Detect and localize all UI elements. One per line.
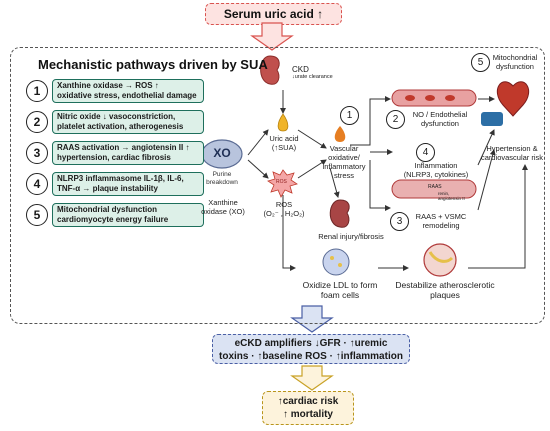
raas-mediators: renin, angiotensin II	[438, 191, 465, 201]
raas-label: RAAS + VSMC remodeling	[408, 212, 474, 230]
inflammation-line: Inflammation	[414, 161, 458, 170]
pathway-box: NLRP3 inflammasome IL-1β, IL-6, TNF-α → …	[52, 172, 204, 196]
blood-vessel-icon	[391, 89, 477, 107]
uric-acid-line: Uric acid	[269, 134, 299, 143]
no-line: NO / Endothelial	[412, 110, 468, 119]
vascular-line: inflammatory	[322, 162, 366, 171]
outcome-line: ↑ mortality	[282, 409, 333, 420]
pathway-row: 4 NLRP3 inflammasome IL-1β, IL-6, TNF-α …	[26, 171, 204, 197]
pathway-line: platelet activation, atherogenesis	[57, 122, 184, 131]
mito-line: Mitochondrial	[492, 53, 538, 62]
pathway-line: hypertension, cardiac fibrosis	[57, 153, 171, 162]
uric-acid-label: Uric acid (↑SUA)	[262, 134, 306, 152]
ros-burst-icon	[267, 169, 298, 198]
pathway-line: oxidative stress, endothelial damage	[57, 91, 197, 100]
raas-number: 3	[390, 212, 409, 231]
vascular-number: 1	[340, 106, 359, 125]
no-line: dysfunction	[421, 119, 459, 128]
pathway-number: 1	[26, 80, 48, 102]
xo-purine-label: Purine breakdown	[206, 171, 238, 186]
raas-mediator: angiotensin II	[438, 196, 465, 201]
pathway-number: 3	[26, 142, 48, 164]
pathway-row: 3 RAAS activation → angiotensin II ↑ hyp…	[26, 140, 204, 166]
xo-badge: XO	[213, 146, 231, 160]
inflammation-label: Inflammation (NLRP3, cytokines)	[396, 161, 476, 179]
pathway-line: Nitric oxide ↓ vasoconstriction,	[57, 112, 176, 121]
plaque-line: Destabilize atherosclerotic	[395, 280, 495, 290]
outcome-box: ↑cardiac risk ↑ mortality	[262, 391, 354, 425]
inflammation-line: (NLRP3, cytokines)	[403, 170, 469, 179]
pathway-box: RAAS activation → angiotensin II ↑ hyper…	[52, 141, 204, 165]
raas-line: remodeling	[422, 221, 460, 230]
xo-name-line: oxidase (XO)	[201, 207, 245, 216]
pathway-number: 5	[26, 204, 48, 226]
mito-line: dysfunction	[496, 62, 534, 71]
fire-icon	[334, 126, 346, 142]
ros-badge: ROS	[276, 179, 287, 185]
hypertension-label: Hypertension & cardiovascular risk	[480, 144, 544, 162]
ldl-line: Oxidize LDL to form	[302, 280, 378, 290]
outcome-line: ↑cardiac risk	[277, 396, 339, 407]
pathway-line: NLRP3 inflammasome IL-1β, IL-6,	[57, 174, 184, 183]
plaque-line: plaques	[430, 290, 460, 300]
inflamed-vessel-icon	[391, 179, 477, 199]
pathway-line: RAAS activation → angiotensin II ↑	[57, 143, 190, 152]
ckd-title: CKD	[292, 65, 309, 74]
ldl-particle-icon	[322, 248, 350, 276]
renal-injury-icon	[329, 199, 350, 228]
renal-injury-label: Renal injury/fibrosis	[318, 232, 384, 241]
pathway-line: Xanthine oxidase → ROS ↑	[57, 81, 159, 90]
vascular-line: stress	[333, 171, 354, 180]
ros-line: ROS	[275, 200, 293, 209]
hypertension-line: Hypertension &	[486, 144, 538, 153]
pathway-row: 5 Mitochondrial dysfunction cardiomyocyt…	[26, 202, 204, 228]
raas-line: RAAS + VSMC	[415, 212, 467, 221]
ckd-amplifiers-box: eCKD amplifiers ↓GFR · ↑uremic toxins · …	[212, 334, 410, 364]
pathway-row: 1 Xanthine oxidase → ROS ↑ oxidative str…	[26, 78, 204, 104]
ldl-label: Oxidize LDL to form foam cells	[296, 280, 384, 300]
ckd-sub: ↓urate clearance	[292, 74, 333, 80]
heart-icon	[481, 81, 529, 126]
ckd-label: CKD ↓urate clearance	[292, 65, 333, 80]
pathway-line: Mitochondrial dysfunction	[57, 205, 157, 214]
mito-number: 5	[471, 53, 490, 72]
raas-mediator: renin,	[438, 191, 450, 196]
no-number: 2	[386, 110, 405, 129]
vascular-line: Vascular	[329, 144, 359, 153]
ckd-amplifiers-line: toxins · ↑baseline ROS · ↑inflammation	[219, 351, 403, 362]
xo-name-line: Xanthine	[208, 198, 238, 207]
vascular-stress-label: Vascular oxidative/ inflammatory stress	[318, 144, 370, 180]
uric-acid-drop-icon	[277, 113, 289, 132]
pathway-box: Xanthine oxidase → ROS ↑ oxidative stres…	[52, 79, 204, 103]
ckd-down-arrow	[290, 305, 334, 333]
banner-text: Serum uric acid ↑	[223, 7, 324, 21]
mechanism-frame	[10, 47, 545, 324]
ldl-line: foam cells	[320, 290, 360, 300]
plaque-icon	[423, 243, 457, 277]
main-title: Mechanistic pathways driven by SUA	[38, 57, 268, 72]
hypertension-line: cardiovascular risk	[480, 153, 544, 162]
ros-line: (O₂⁻ , H₂O₂)	[263, 209, 305, 218]
plaque-label: Destabilize atherosclerotic plaques	[392, 280, 498, 300]
pathway-line: cardiomyocyte energy failure	[57, 215, 169, 224]
kidney-icon	[260, 55, 280, 85]
pathway-box: Nitric oxide ↓ vasoconstriction, platele…	[52, 110, 204, 134]
uric-acid-line: (↑SUA)	[271, 143, 297, 152]
mito-label: Mitochondrial dysfunction	[487, 53, 543, 71]
xo-name: Xanthine oxidase (XO)	[195, 198, 251, 216]
ckd-amplifiers-line: eCKD amplifiers ↓GFR · ↑uremic	[234, 338, 388, 349]
risk-down-arrow	[290, 365, 334, 391]
pathway-row: 2 Nitric oxide ↓ vasoconstriction, plate…	[26, 109, 204, 135]
pathway-box: Mitochondrial dysfunction cardiomyocyte …	[52, 203, 204, 227]
vascular-line: oxidative/	[328, 153, 360, 162]
top-down-arrow	[250, 22, 294, 51]
pathway-number: 4	[26, 173, 48, 195]
raas-tag: RAAS	[428, 184, 442, 190]
pathway-number: 2	[26, 111, 48, 133]
no-endothelial-label: NO / Endothelial dysfunction	[404, 110, 476, 128]
pathway-line: TNF-α → plaque instability	[57, 184, 158, 193]
inflammation-number: 4	[416, 143, 435, 162]
ros-label: ROS (O₂⁻ , H₂O₂)	[262, 200, 306, 218]
